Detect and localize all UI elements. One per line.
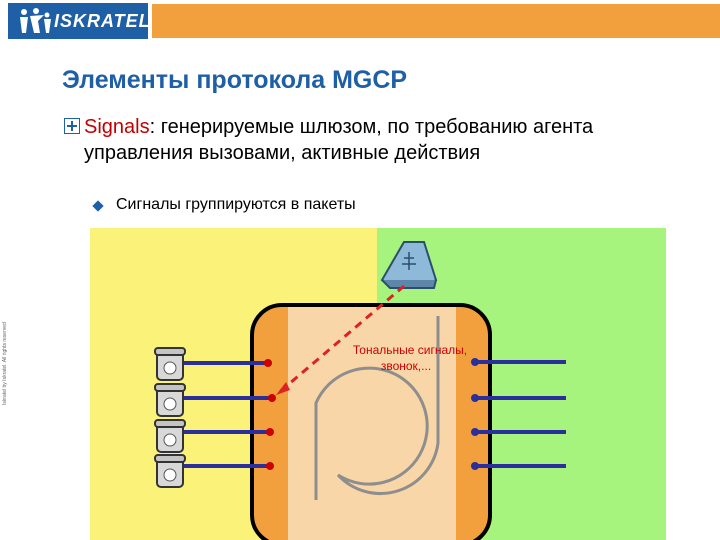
gateway-box: [252, 305, 490, 540]
bullet-signals-text: Signals: генерируемые шлюзом, по требова…: [84, 114, 704, 166]
bullet-packages-text: Сигналы группируются в пакеты: [116, 196, 356, 214]
gateway-diagram: Тональные сигналы, звонок,...: [90, 228, 666, 540]
phone-icon: [155, 384, 185, 416]
side-copyright: Iskratel by Iskratel. All rights reserve…: [2, 322, 8, 405]
header-band: [152, 4, 720, 38]
logo-text: ISKRATEL: [54, 11, 151, 32]
diamond-bullet-icon: [92, 200, 103, 211]
signals-description: : генерируемые шлюзом, по требованию аге…: [84, 116, 593, 164]
signal-label-line1: Тональные сигналы,: [353, 343, 467, 357]
slide-title: Элементы протокола MGCP: [62, 66, 407, 95]
signals-keyword: Signals: [84, 116, 150, 138]
iskratel-logo: ISKRATEL: [8, 3, 148, 39]
phone-icon: [155, 348, 185, 380]
phone-icon: [155, 420, 185, 452]
people-logo-icon: [18, 7, 52, 35]
signal-label-line2: звонок,...: [381, 359, 431, 373]
header-bar: ISKRATEL: [0, 0, 720, 46]
phone-icon: [155, 455, 185, 487]
plus-bullet-icon: [64, 118, 80, 134]
